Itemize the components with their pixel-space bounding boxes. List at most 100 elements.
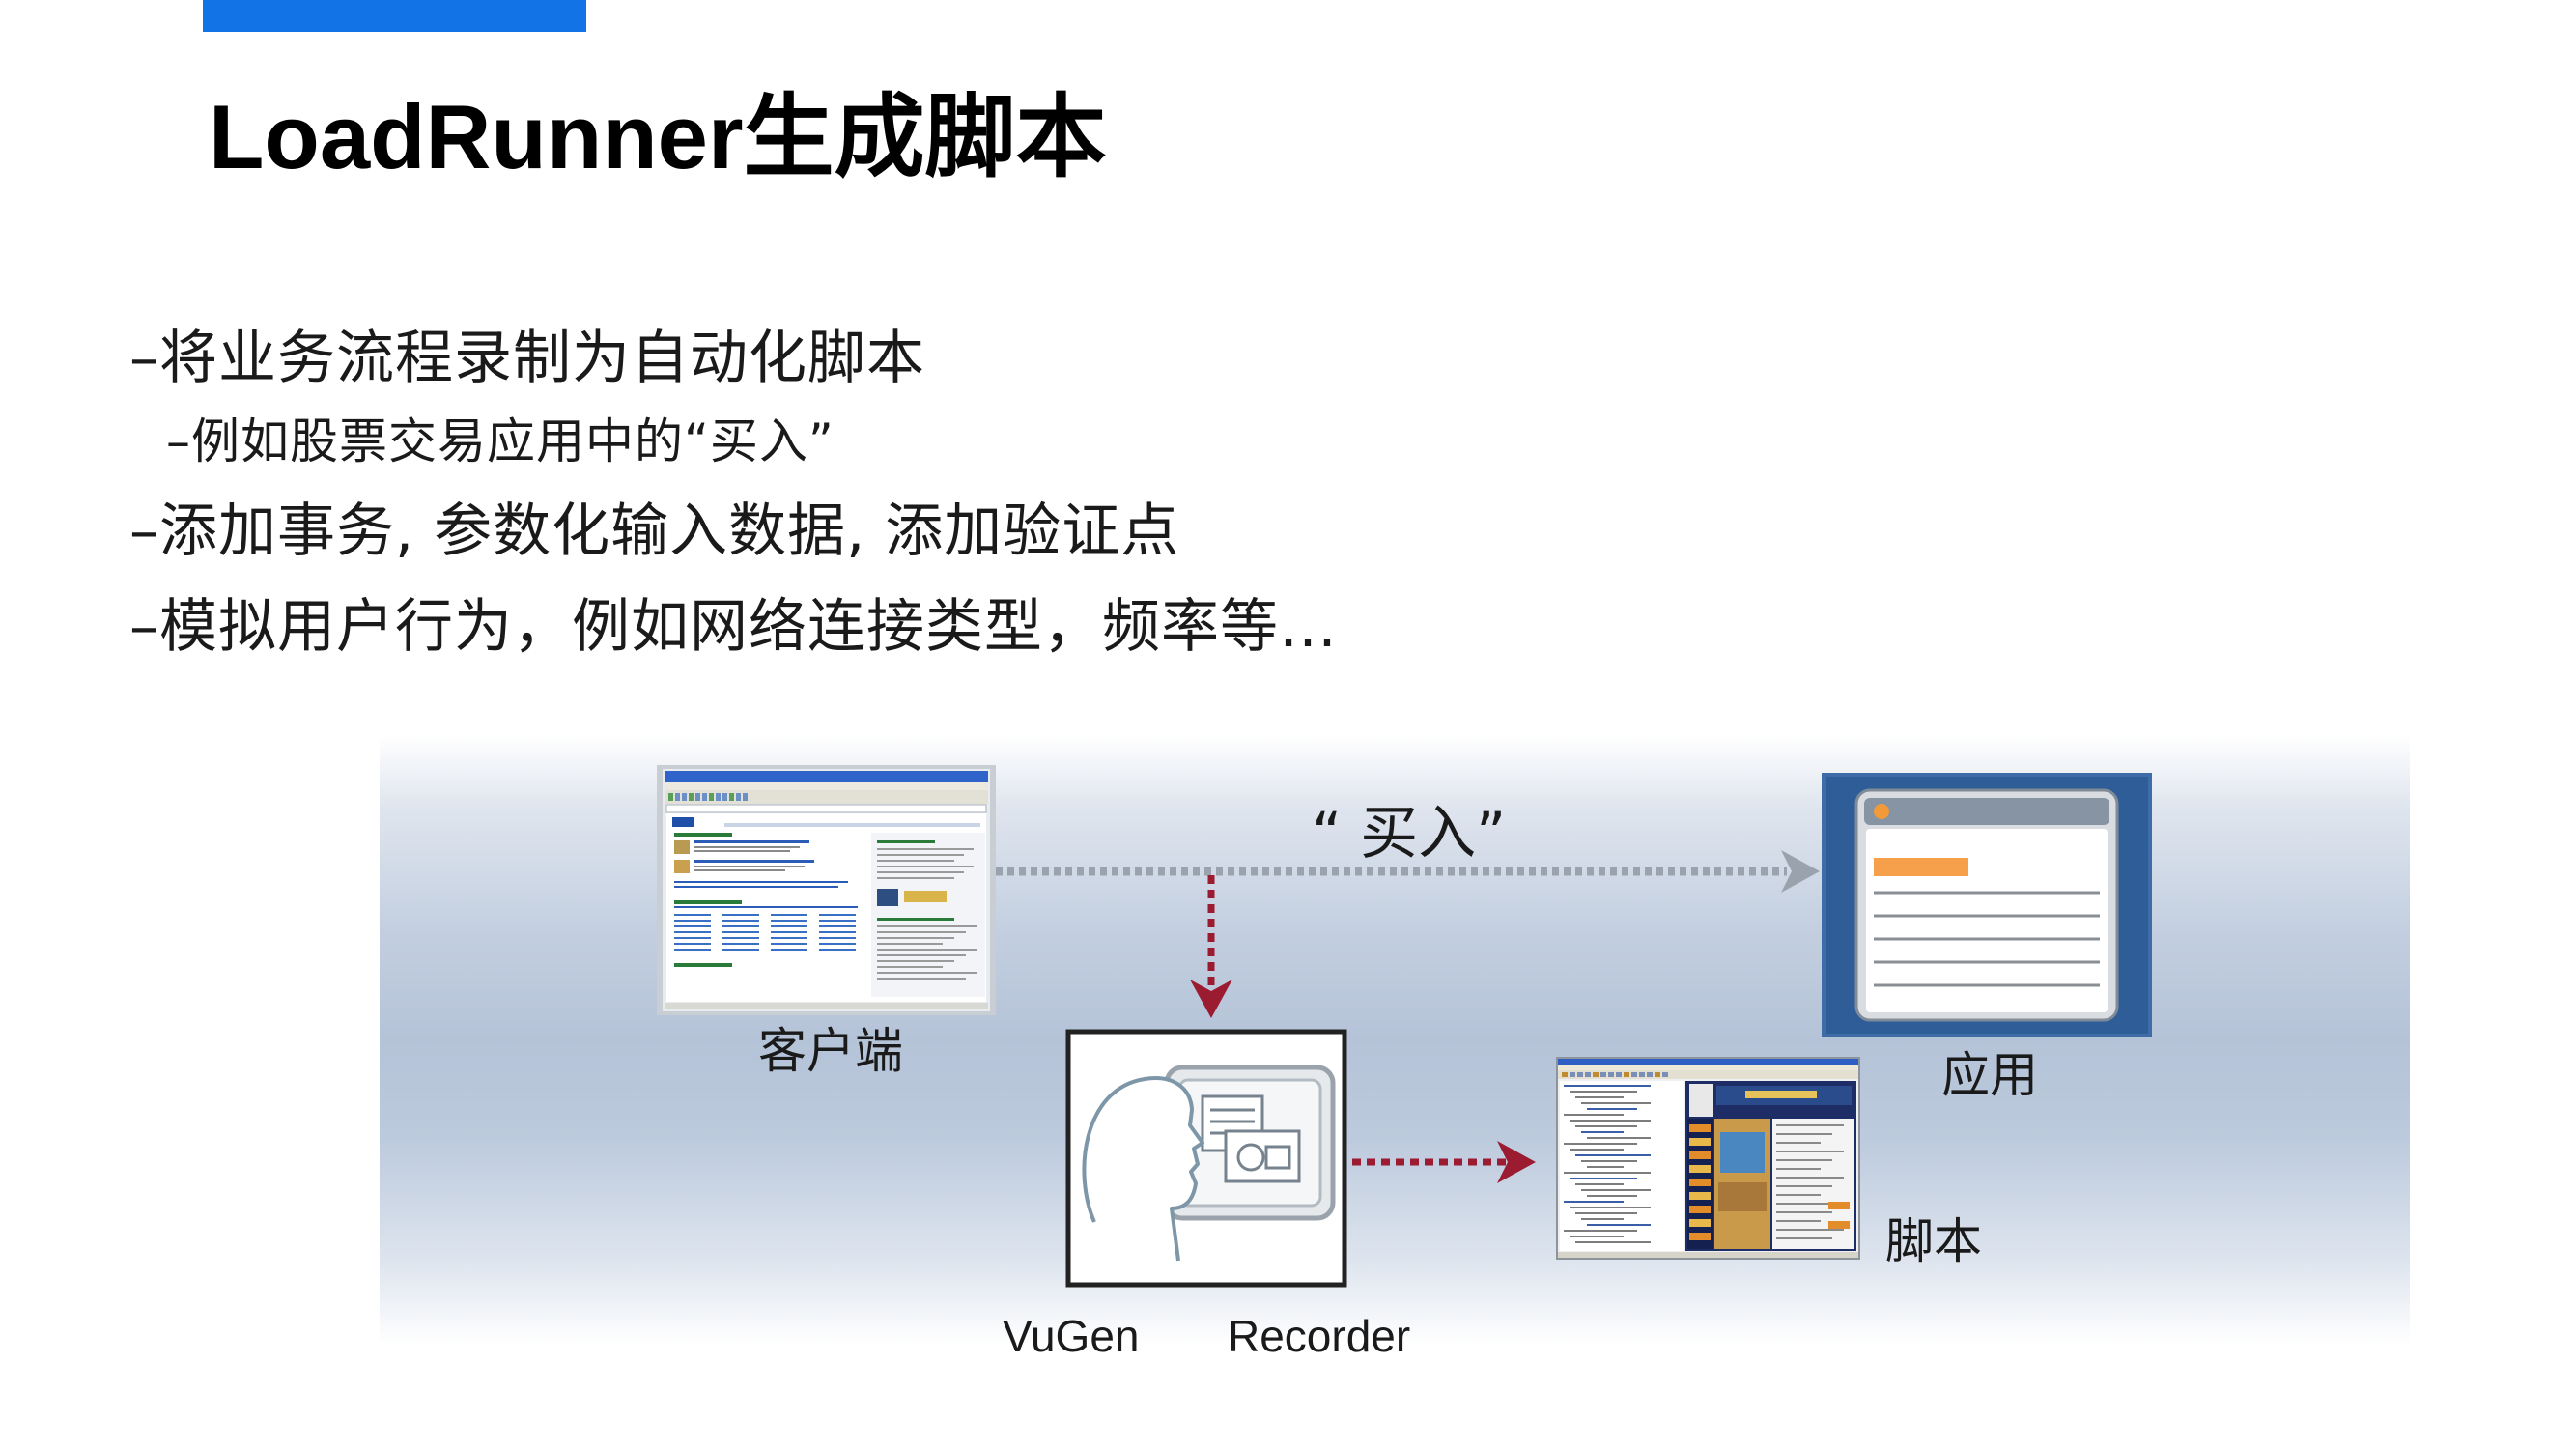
client-label: 客户端 <box>758 1023 903 1079</box>
web-side-text <box>1776 1185 1832 1187</box>
site-logo <box>672 817 694 827</box>
section-heading <box>674 963 732 967</box>
camera-lens <box>1236 1143 1265 1172</box>
script-code-line <box>1564 1201 1624 1203</box>
section-heading <box>674 900 742 904</box>
web-side-text <box>1776 1133 1832 1135</box>
article-text <box>694 846 800 848</box>
script-code-line <box>1575 1183 1624 1185</box>
web-nav-item <box>1689 1151 1711 1159</box>
client-browser-screenshot <box>657 765 996 1015</box>
sidebar-badge <box>904 891 947 902</box>
link-list-item <box>771 949 807 951</box>
site-nav-strip <box>724 823 980 827</box>
toolbar-button-icon <box>702 793 707 801</box>
sidebar-text <box>877 854 964 856</box>
sidebar-text <box>877 960 954 962</box>
sidebar-image <box>877 889 898 906</box>
link-list-item <box>674 943 711 945</box>
link-list-item <box>819 937 856 939</box>
sidebar-text <box>877 972 977 974</box>
script-code-line <box>1564 1230 1637 1232</box>
article-thumbnail <box>674 840 690 854</box>
script-code-line <box>1564 1114 1624 1116</box>
link-list-item <box>819 925 856 927</box>
toolbar-button-icon <box>689 793 694 801</box>
script-code-line <box>1575 1096 1624 1098</box>
link-list-item <box>674 914 711 916</box>
user-head-profile-icon <box>1082 1076 1204 1262</box>
sidebar-text <box>877 931 966 933</box>
script-code-line <box>1564 1143 1637 1145</box>
link-list-item <box>771 937 807 939</box>
sidebar-text <box>877 848 974 850</box>
script-editor-screenshot <box>1556 1057 1860 1260</box>
bullet-item: –添加事务, 参数化输入数据, 添加验证点 <box>129 497 1180 565</box>
toolbar-button-icon <box>1562 1072 1568 1077</box>
link-list-item <box>771 943 807 945</box>
link-list-item <box>722 914 759 916</box>
web-banner-title <box>1745 1091 1817 1098</box>
toolbar-button-icon <box>743 793 748 801</box>
sidebar-text <box>877 871 964 873</box>
toolbar-button-icon <box>1570 1072 1575 1077</box>
recorder-label: Recorder <box>1228 1311 1411 1361</box>
toolbar-button-icon <box>1662 1072 1668 1077</box>
browser-address-bar <box>665 804 987 813</box>
slide-title: LoadRunner生成脚本 <box>209 86 1107 187</box>
script-code-line <box>1581 1218 1624 1220</box>
script-code-line <box>1587 1137 1651 1139</box>
web-side-text <box>1776 1168 1821 1170</box>
script-label: 脚本 <box>1885 1213 1982 1269</box>
toolbar-button-icon <box>695 793 700 801</box>
toolbar-button-icon <box>1608 1072 1614 1077</box>
toolbar-button-icon <box>1593 1072 1599 1077</box>
link-list-item <box>722 920 759 922</box>
vugen-label: VuGen <box>1003 1311 1140 1361</box>
script-pane-content <box>1562 1072 1854 1249</box>
web-side-text <box>1776 1142 1821 1144</box>
web-nav-item <box>1689 1192 1711 1200</box>
app-window-header <box>1864 798 2109 825</box>
web-nav-item <box>1689 1179 1711 1186</box>
article-thumbnail <box>674 860 690 873</box>
sidebar-text <box>877 943 943 945</box>
buy-action-label: “ 买入” <box>1312 800 1507 867</box>
link-list-item <box>674 937 711 939</box>
article-link <box>674 906 858 908</box>
script-code-line <box>1570 1178 1637 1179</box>
script-code-line <box>1570 1149 1624 1151</box>
link-list-item <box>771 931 807 933</box>
sidebar-text <box>877 966 943 968</box>
app-icon-border <box>1822 773 2152 1037</box>
script-code-line <box>1564 1172 1651 1174</box>
link-list-item <box>771 920 807 922</box>
script-code-line <box>1575 1125 1637 1127</box>
web-side-text <box>1776 1151 1844 1152</box>
web-logo <box>1689 1084 1713 1117</box>
toolbar-button-icon <box>722 793 727 801</box>
script-code-line <box>1587 1224 1651 1226</box>
toolbar-button-icon <box>1647 1072 1653 1077</box>
browser-menu-bar <box>665 782 988 790</box>
link-list-item <box>771 925 807 927</box>
toolbar-button-icon <box>1600 1072 1606 1077</box>
sidebar-text <box>877 866 974 867</box>
script-code-line <box>1570 1207 1651 1208</box>
toolbar-button-icon <box>1631 1072 1637 1077</box>
link-list-item <box>722 937 759 939</box>
sidebar-heading <box>877 840 935 843</box>
script-title-bar <box>1558 1059 1858 1065</box>
script-code-line <box>1564 1085 1651 1087</box>
app-label: 应用 <box>1941 1047 2038 1103</box>
app-highlight-bar <box>1874 858 1968 876</box>
script-code-line <box>1581 1189 1651 1191</box>
web-nav-item <box>1689 1206 1711 1213</box>
link-list-item <box>771 914 807 916</box>
vugen-recorder-icon <box>1065 1029 1347 1288</box>
web-nav-item <box>1689 1219 1711 1227</box>
section-heading <box>674 833 732 837</box>
web-button <box>1828 1221 1850 1229</box>
browser-status-bar <box>665 1003 988 1009</box>
